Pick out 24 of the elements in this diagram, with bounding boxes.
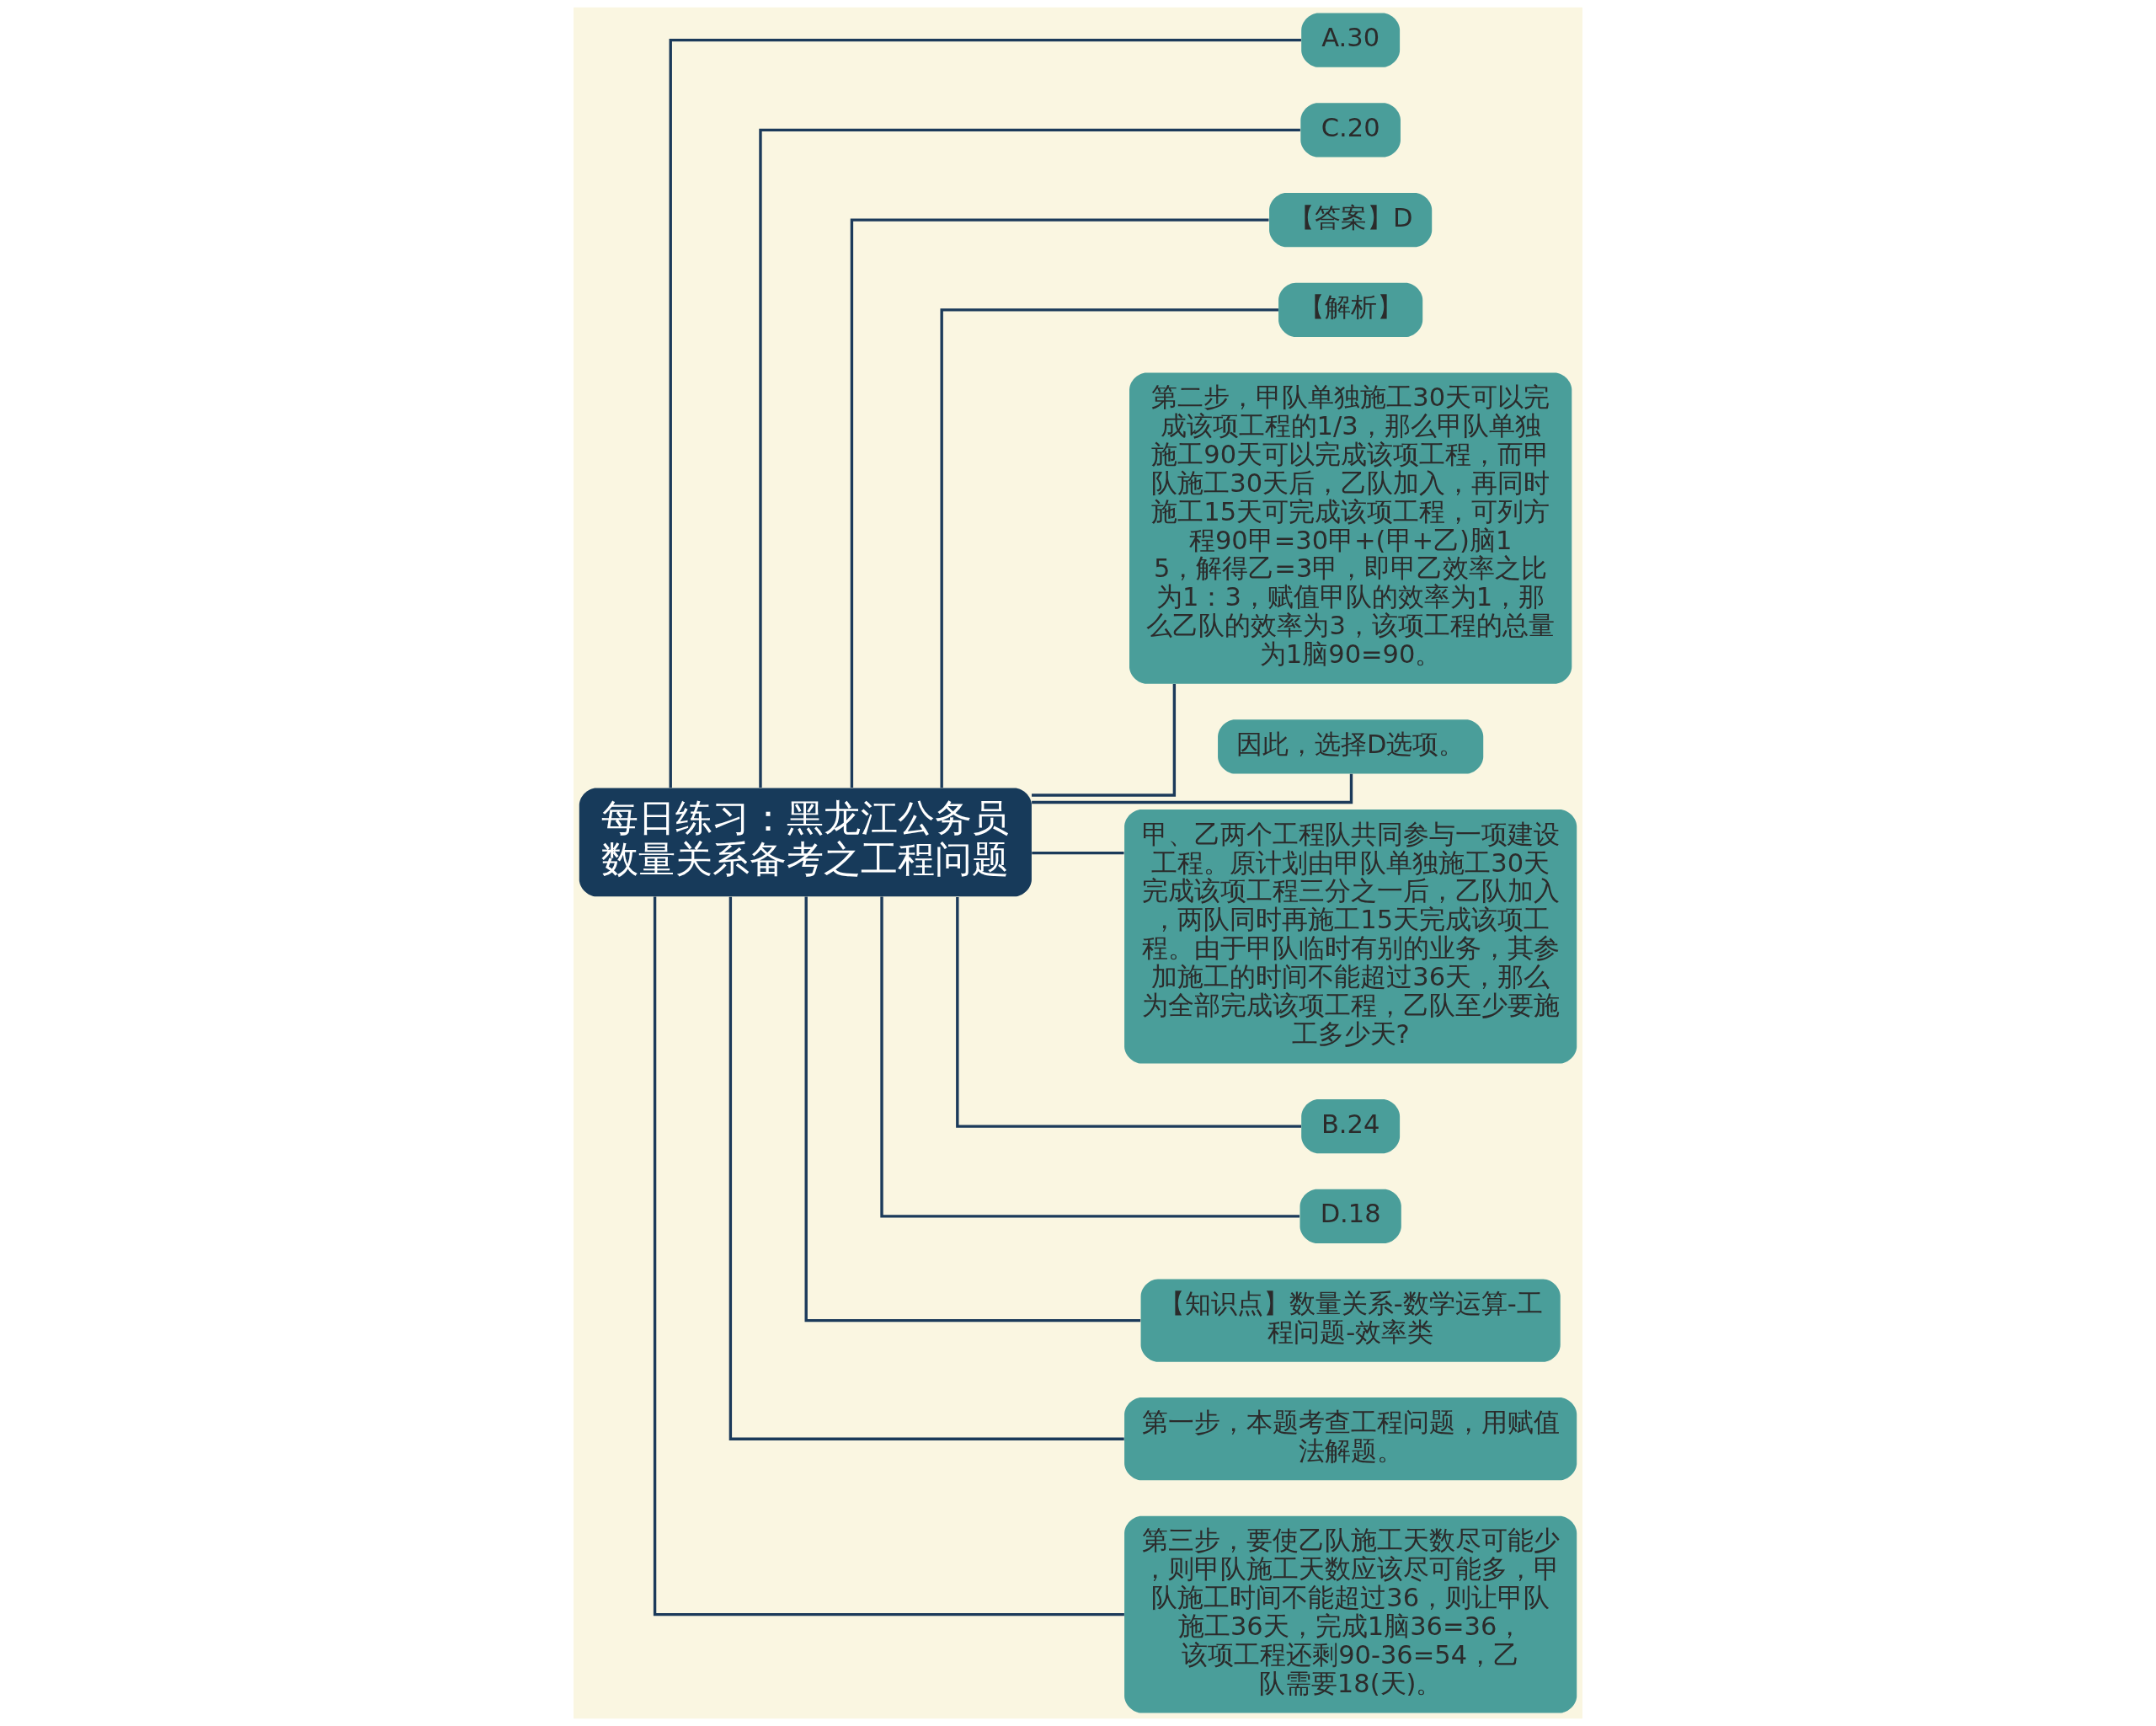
connector <box>804 896 1141 1323</box>
node-box: 第一步，本题考查工程问题，用赋值法解题。 <box>1124 1397 1577 1481</box>
node-box: 【知识点】数量关系-数学运算-工程问题-效率类 <box>1140 1279 1561 1362</box>
node-box: 每日练习：黑龙江公务员数量关系备考之工程问题 <box>579 788 1032 897</box>
connector <box>669 38 1301 788</box>
connector <box>850 218 1269 788</box>
connector <box>956 896 1301 1128</box>
node-box: 【解析】 <box>1278 282 1423 338</box>
connector <box>880 896 1299 1218</box>
node-box: 【答案】D <box>1269 192 1433 248</box>
node-box: 因此，选择D选项。 <box>1218 719 1484 774</box>
connector <box>1032 851 1124 855</box>
node-box: B.24 <box>1301 1098 1401 1154</box>
node-box: D.18 <box>1299 1189 1401 1244</box>
connector <box>653 896 1124 1616</box>
node-box: 第三步，要使乙队施工天数尽可能少，则甲队施工天数应该尽可能多，甲队施工时间不能超过36，则让甲队施工36天，完成1脑36=36，该项工程还剩90-36=54，乙队需要18(天)。 <box>1124 1515 1577 1713</box>
connector <box>759 128 1300 788</box>
node-box: 甲、乙两个工程队共同参与一项建设工程。原计划由甲队单独施工30天完成该项工程三分之一后，乙队加入，两队同时再施工15天完成该项工程。由于甲队临时有别的业务，其参加施工的时间不能超过36天，那么为全部完成该项工程，乙队至少要施工多少天? <box>1124 809 1577 1064</box>
node-box: 第二步，甲队单独施工30天可以完成该项工程的1/3，那么甲队单独施工90天可以完成该项工程，而甲队施工30天后，乙队加入，再同时施工15天可完成该项工程，可列方程90甲=30甲+(甲+乙)脑15，解得乙=3甲，即甲乙效率之比为1：3，赋值甲队的效率为1，那么乙队的效率为3，该项工程的总量为1脑90=90。 <box>1129 372 1572 684</box>
node-box: C.20 <box>1300 103 1401 158</box>
node-box: A.30 <box>1301 13 1401 67</box>
connector <box>1032 683 1177 797</box>
connector <box>728 896 1124 1440</box>
connector <box>940 308 1278 788</box>
